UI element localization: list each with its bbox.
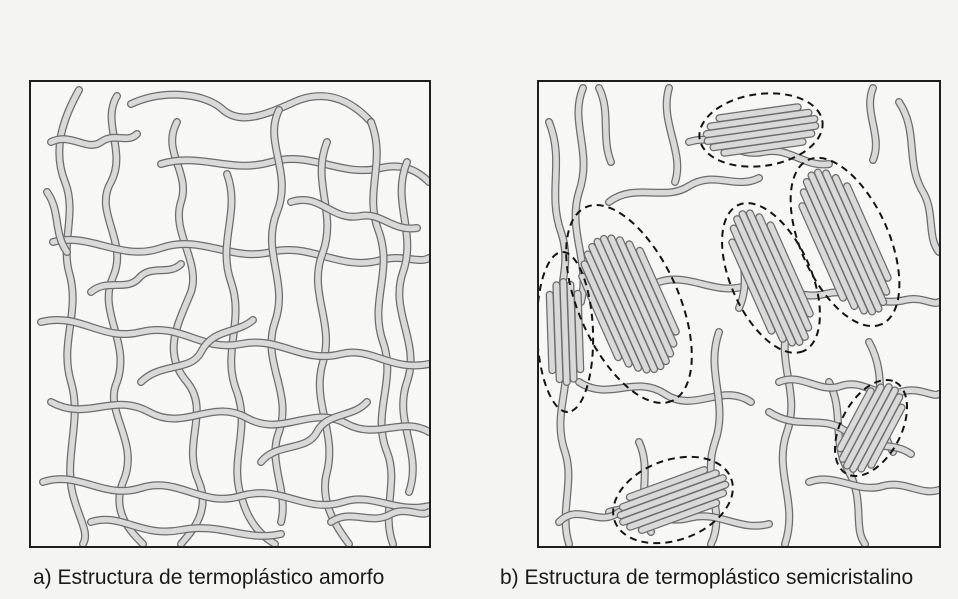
caption-amorphous: a) Estructura de termoplástico amorfo bbox=[33, 566, 384, 590]
semicrystalline-chains-illustration bbox=[539, 82, 939, 546]
semicrystalline-structure-panel bbox=[537, 80, 941, 548]
amorphous-chain bbox=[809, 479, 939, 491]
caption-semicrystalline: b) Estructura de termoplástico semicrist… bbox=[500, 566, 952, 590]
amorphous-chain bbox=[226, 174, 275, 544]
amorphous-chain bbox=[371, 122, 393, 544]
amorphous-chain bbox=[91, 264, 181, 292]
amorphous-chain bbox=[870, 88, 876, 160]
amorphous-structure-panel bbox=[29, 80, 431, 548]
amorphous-chains-illustration bbox=[31, 82, 429, 546]
amorphous-chain bbox=[106, 96, 143, 544]
